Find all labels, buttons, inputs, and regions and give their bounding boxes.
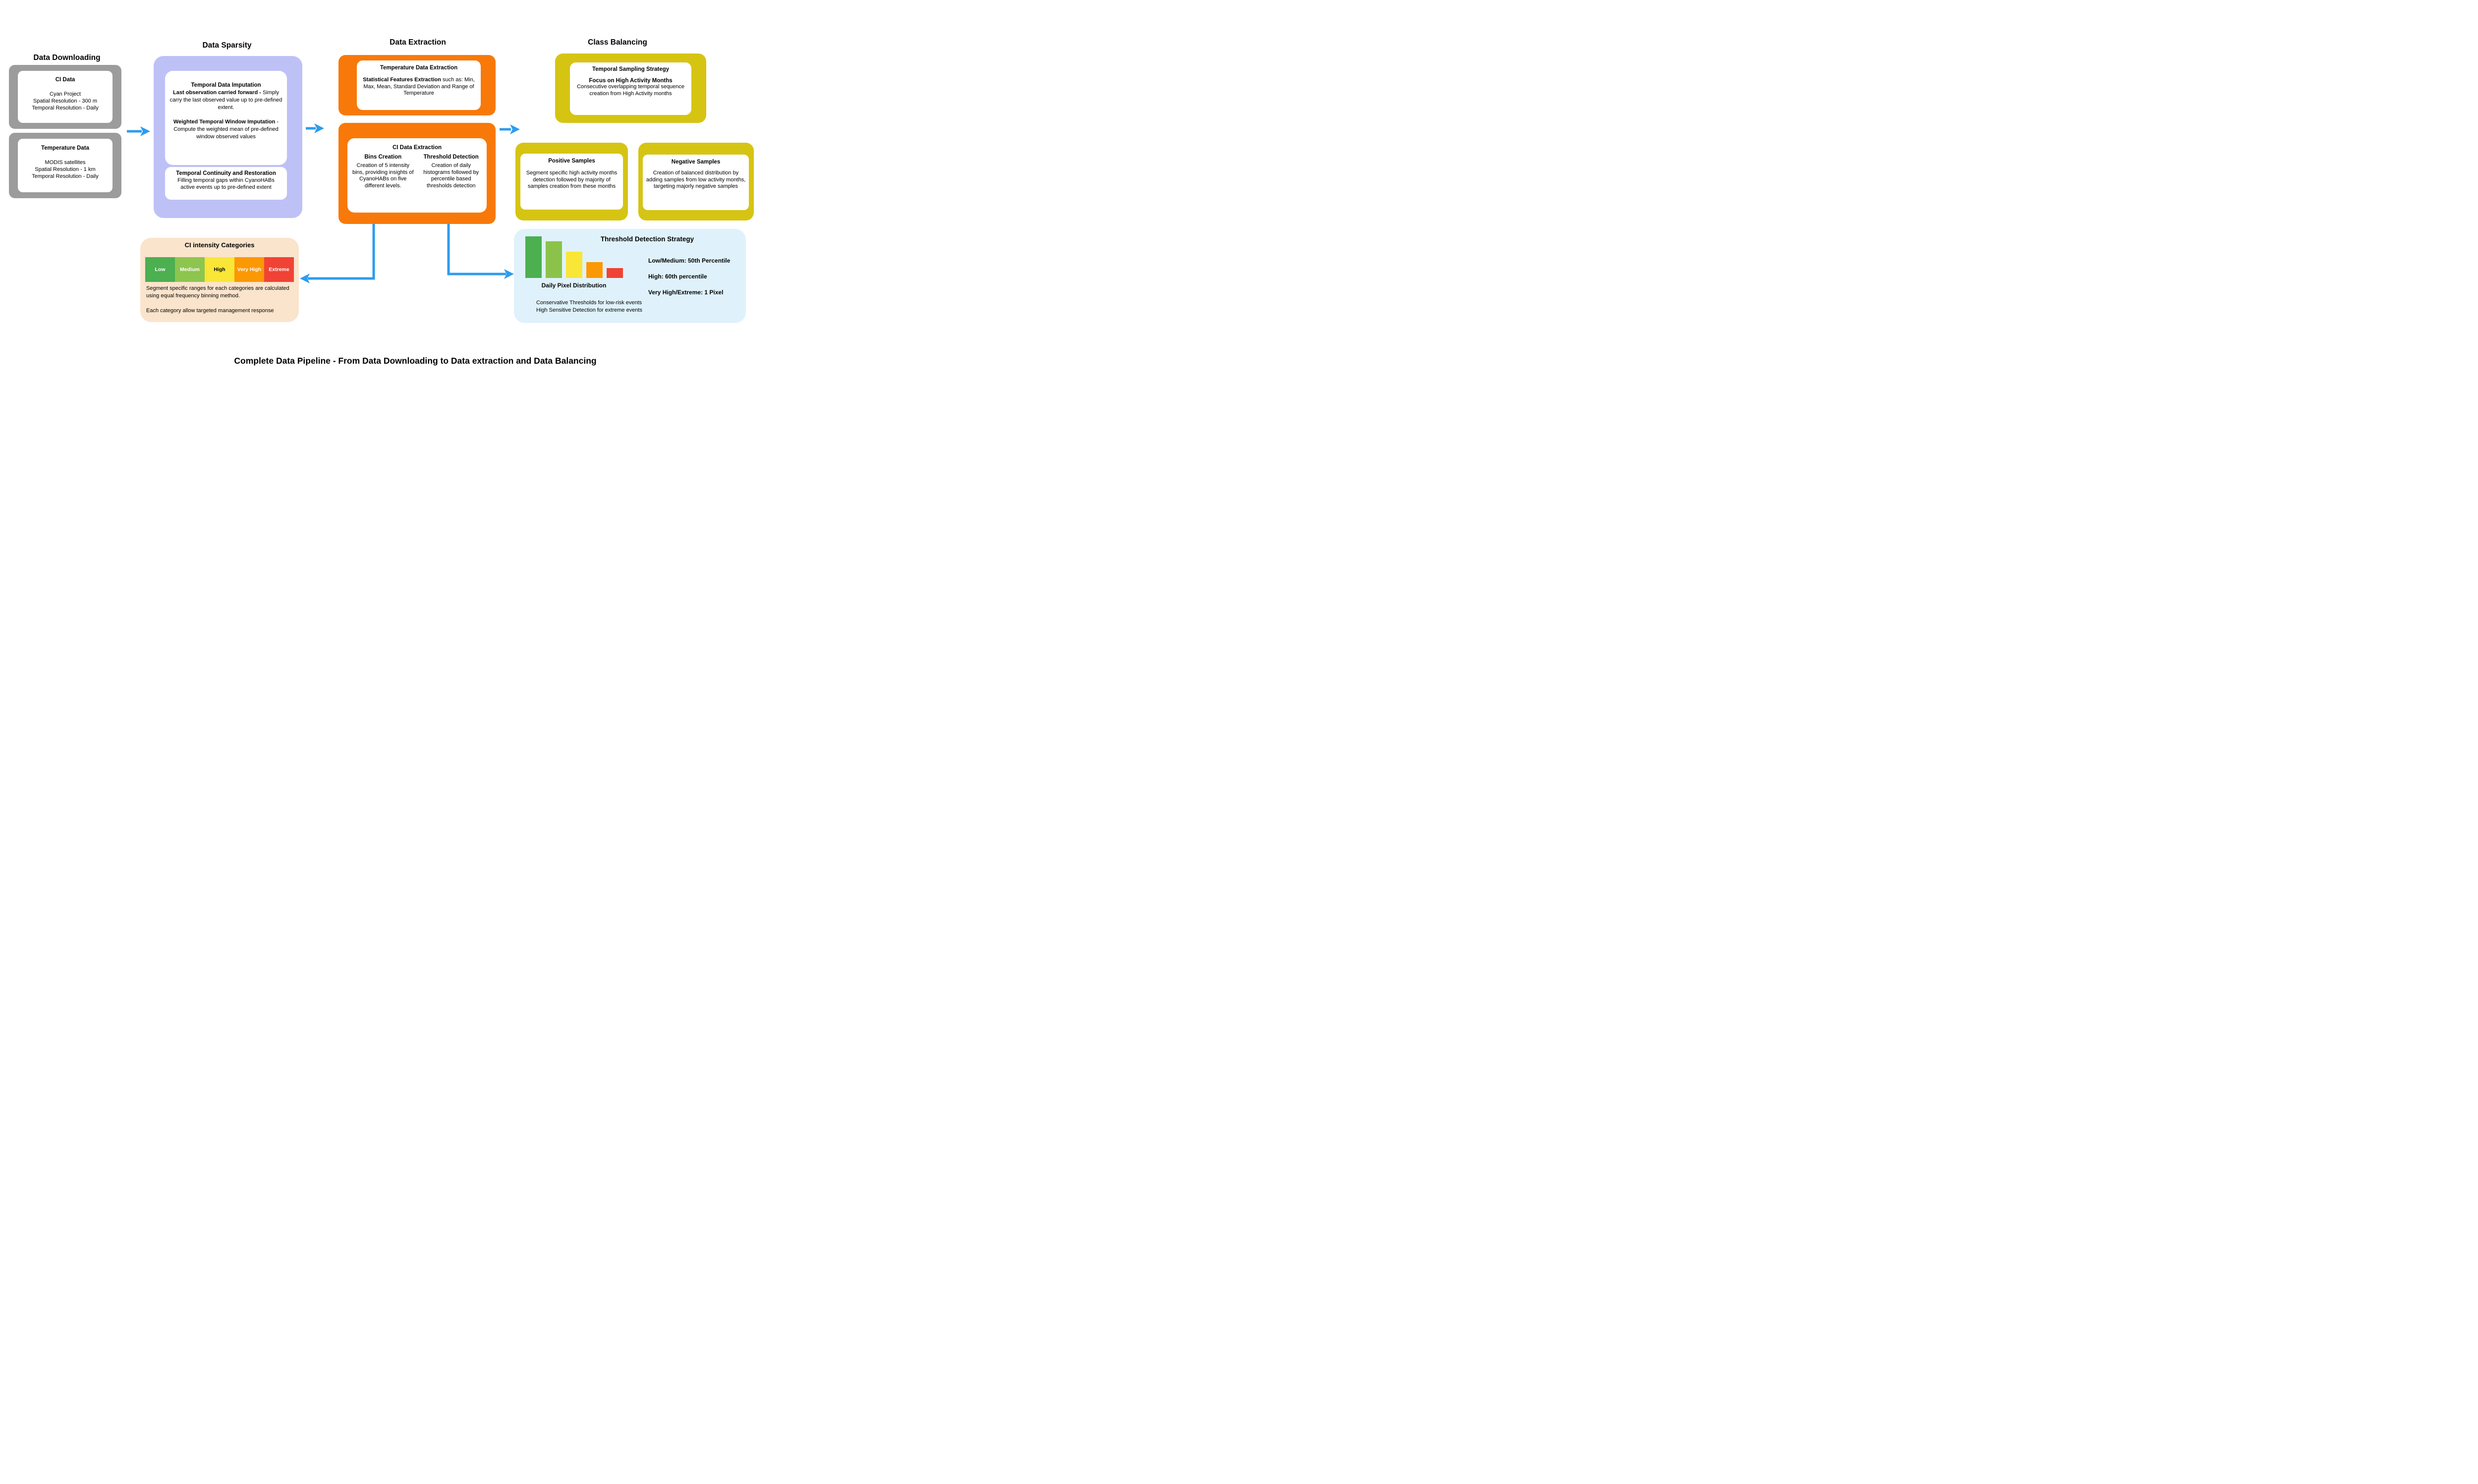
pipeline-diagram: Data Downloading Data Sparsity Data Extr…	[0, 0, 763, 381]
pixel-bar-medium	[546, 241, 562, 278]
section-header-class-balancing: Class Balancing	[588, 38, 647, 47]
statistical-features-paragraph: Statistical Features Extraction such as:…	[363, 77, 475, 96]
ci-categories-note-2: Each category allow targeted management …	[146, 308, 274, 314]
pixel-bar-extreme	[607, 268, 623, 278]
ci-data-line: Temporal Resolution - Daily	[32, 105, 99, 111]
temporal-sampling-body: Consecutive overlapping temporal sequenc…	[576, 84, 685, 97]
temporal-continuity-title: Temporal Continuity and Restoration	[176, 170, 276, 176]
locf-paragraph: Last observation carried forward - Simpl…	[169, 90, 282, 110]
ci-category-very-high: Very High	[234, 257, 264, 282]
section-header-data-downloading: Data Downloading	[33, 54, 101, 62]
weighted-window-paragraph: Weighted Temporal Window Imputation - Co…	[173, 119, 279, 140]
bins-creation-title: Bins Creation	[364, 154, 402, 160]
ci-category-medium: Medium	[175, 257, 205, 282]
box-temperature-data: Temperature Data MODIS satellites Spatia…	[9, 133, 121, 198]
section-header-data-extraction: Data Extraction	[390, 38, 446, 47]
ci-category-high: High	[205, 257, 234, 282]
rule-high: High: 60th percentile	[648, 273, 707, 280]
box-positive-samples: Positive Samples Segment specific high a…	[515, 143, 628, 220]
ci-category-extreme: Extreme	[264, 257, 294, 282]
ci-categories-note-1: Segment specific ranges for each categor…	[146, 285, 289, 299]
ci-data-line: Spatial Resolution - 300 m	[33, 98, 97, 104]
note-sensitive: High Sensitive Detection for extreme eve…	[536, 307, 642, 313]
arrow-right-icon	[500, 124, 520, 134]
ci-categories-title: CI intensity Categories	[184, 241, 255, 249]
temperature-extraction-title: Temperature Data Extraction	[380, 65, 458, 71]
threshold-strategy-title: Threshold Detection Strategy	[600, 235, 694, 243]
temporal-sampling-title: Temporal Sampling Strategy	[592, 66, 670, 72]
note-conservative: Conservative Thresholds for low-risk eve…	[536, 300, 642, 306]
box-negative-samples: Negative Samples Creation of balanced di…	[638, 143, 754, 220]
ci-data-line: Cyan Project	[50, 91, 81, 97]
box-data-sparsity: Temporal Data Imputation Last observatio…	[154, 56, 302, 218]
temperature-data-line: Spatial Resolution - 1 km	[35, 166, 96, 172]
threshold-detection-body: Creation of daily histograms followed by…	[423, 163, 479, 189]
rule-low-medium: Low/Medium: 50th Percentile	[648, 257, 731, 264]
daily-pixel-label: Daily Pixel Distribution	[541, 282, 607, 289]
arrow-right-icon	[127, 126, 150, 136]
threshold-detection-title: Threshold Detection	[423, 154, 479, 160]
ci-category-low: Low	[145, 257, 175, 282]
negative-samples-body: Creation of balanced distribution by add…	[646, 170, 746, 189]
pixel-bar-very-high	[586, 262, 603, 278]
pipeline-footer-title: Complete Data Pipeline - From Data Downl…	[234, 356, 597, 366]
arrow-right-icon	[306, 123, 324, 133]
temporal-imputation-title: Temporal Data Imputation	[191, 82, 261, 88]
negative-samples-title: Negative Samples	[671, 159, 721, 165]
bins-creation-body: Creation of 5 intensity bins, providing …	[352, 163, 414, 189]
ci-data-title: CI Data	[55, 77, 75, 83]
box-temperature-extraction: Temperature Data Extraction Statistical …	[338, 55, 496, 115]
temperature-data-line: Temporal Resolution - Daily	[32, 173, 99, 179]
temperature-data-line: MODIS satellites	[45, 160, 86, 165]
box-ci-data: CI Data Cyan Project Spatial Resolution …	[9, 65, 121, 129]
ci-extraction-title: CI Data Extraction	[392, 145, 442, 151]
positive-samples-body: Segment specific high activity months de…	[526, 170, 618, 189]
bins-creation-column: Bins Creation Creation of 5 intensity bi…	[352, 154, 414, 189]
rule-very-high-extreme: Very High/Extreme: 1 Pixel	[648, 289, 724, 296]
threshold-detection-column: Threshold Detection Creation of daily hi…	[421, 154, 482, 189]
pixel-bar-low	[525, 236, 542, 278]
connector-arrow-left-icon	[300, 224, 375, 283]
box-threshold-strategy: Threshold Detection Strategy Daily Pixel…	[514, 229, 746, 323]
daily-pixel-bar-chart	[525, 236, 623, 278]
high-activity-focus: Focus on High Activity Months	[589, 78, 673, 84]
temperature-data-title: Temperature Data	[41, 145, 89, 151]
pixel-bar-high	[566, 252, 582, 278]
connector-arrow-right-icon	[447, 224, 514, 279]
section-header-data-sparsity: Data Sparsity	[202, 41, 252, 50]
box-ci-extraction: CI Data Extraction Bins Creation Creatio…	[338, 123, 496, 224]
temporal-continuity-body: Filling temporal gaps within CyanoHABs a…	[177, 177, 275, 190]
box-temporal-sampling: Temporal Sampling Strategy Focus on High…	[555, 54, 706, 123]
positive-samples-title: Positive Samples	[548, 158, 595, 164]
